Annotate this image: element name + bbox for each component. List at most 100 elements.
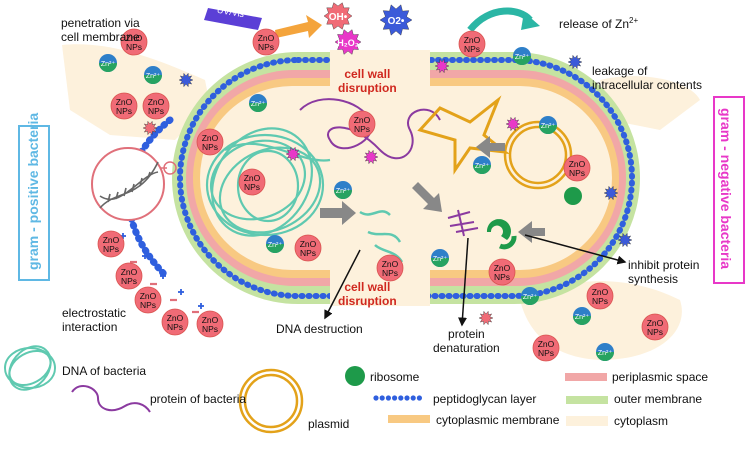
legend-outer-membrane-icon	[566, 396, 608, 404]
zno-label-line2: NPs	[148, 106, 164, 116]
h2o2-label: H₂O₂	[337, 38, 359, 48]
legend-graphics	[4, 345, 608, 434]
magnifier-dna	[91, 147, 177, 221]
process-arrows	[320, 136, 545, 243]
zn-ion: Zn²⁺	[99, 54, 117, 72]
zno-label-line1: ZnO	[202, 315, 219, 325]
legend-protein-icon	[71, 384, 151, 413]
zno-label-line2: NPs	[569, 168, 585, 178]
zno-label-line2: NPs	[202, 324, 218, 334]
zn-ion: Zn²⁺	[334, 181, 352, 199]
ros-burst-icon	[617, 232, 633, 248]
zno-label-line1: ZnO	[592, 287, 609, 297]
zn-ion: Zn²⁺	[539, 116, 557, 134]
zno-label-line1: ZnO	[300, 239, 317, 249]
zno-label-line1: ZnO	[121, 267, 138, 277]
zn-ion: Zn²⁺	[144, 66, 162, 84]
zno-label-line2: NPs	[464, 44, 480, 54]
legend-plasmid-label: plasmid	[308, 417, 350, 431]
zno-label-line1: ZnO	[538, 339, 555, 349]
zno-label-line2: NPs	[126, 42, 142, 52]
legend-ribosome-label: ribosome	[370, 370, 420, 384]
ribosome	[564, 187, 582, 205]
gram-negative-label: gram - negative bacteria	[718, 108, 734, 270]
zno-label-line2: NPs	[103, 244, 119, 254]
pointer-arrows	[324, 234, 627, 327]
leak-zone-bottom-right	[520, 281, 682, 360]
zn-ion: Zn²⁺	[431, 249, 449, 267]
legend-cyto-membrane-label: cytoplasmic membrane	[436, 413, 560, 427]
legend-periplasmic-label: periplasmic space	[612, 370, 709, 384]
ros-burst-icon	[567, 54, 583, 70]
zno-label-line1: ZnO	[382, 259, 399, 269]
zno-particles: ZnONPsZnONPsZnONPsZnONPsZnONPsZnONPsZnON…	[97, 28, 669, 362]
penetration-zone	[62, 44, 210, 140]
zn-ion: Zn²⁺	[521, 287, 539, 305]
zno-label-line1: ZnO	[148, 97, 165, 107]
broken-ribosome	[486, 219, 517, 250]
ros-burst-icon	[379, 4, 413, 36]
zno-label-line1: ZnO	[244, 173, 261, 183]
zno-label-line1: ZnO	[202, 133, 219, 143]
zno-label-line2: NPs	[121, 276, 137, 286]
zn-ion-label: Zn²⁺	[575, 314, 590, 321]
ros-burst-icon	[363, 149, 379, 165]
zn-ion-label: Zn²⁺	[433, 256, 448, 263]
gram-negative-box	[713, 96, 745, 284]
zno-label-line2: NPs	[140, 300, 156, 310]
zno-label-line1: ZnO	[494, 263, 511, 273]
zn-ion-label: Zn²⁺	[515, 54, 530, 61]
legend-peptidoglycan-label: peptidoglycan layer	[433, 392, 537, 406]
dna-tangle	[205, 127, 331, 237]
zn-ion-label: Zn²⁺	[251, 101, 266, 108]
zn-ion-label: Zn²⁺	[101, 61, 116, 68]
negative-marks	[130, 260, 199, 314]
release-arrow	[467, 7, 533, 33]
leak-zone-top-right	[600, 76, 700, 130]
zno-label-line2: NPs	[494, 272, 510, 282]
legend-peptidoglycan-icon	[373, 395, 422, 401]
zno-label-line2: NPs	[116, 106, 132, 116]
oh-radical-label: OH•	[329, 12, 348, 23]
zno-label-line2: NPs	[592, 296, 608, 306]
uv-arrow	[204, 8, 322, 38]
release-label: release of Zn2+	[559, 16, 639, 31]
zno-label-line1: ZnO	[103, 235, 120, 245]
zn-ion: Zn²⁺	[266, 235, 284, 253]
zno-label-line2: NPs	[538, 348, 554, 358]
zn-ion-label: Zn²⁺	[598, 350, 613, 357]
dna-helix-icon	[99, 161, 159, 209]
ros-burst-icon	[323, 2, 353, 30]
zno-label-line2: NPs	[258, 42, 274, 52]
zno-label-line2: NPs	[647, 327, 663, 337]
zno-label-line2: NPs	[300, 248, 316, 258]
zno-label-line1: ZnO	[116, 97, 133, 107]
legend-protein-label: protein of bacteria	[150, 392, 247, 406]
ros-burst-icon	[434, 58, 450, 74]
zn-ion-label: Zn²⁺	[541, 123, 556, 130]
zn-ion-label: Zn²⁺	[268, 242, 283, 249]
gram-positive-label: gram - positive bacteria	[25, 112, 41, 270]
plasmid-ring	[503, 120, 573, 190]
zno-label-line1: ZnO	[354, 115, 371, 125]
ros-burst-icon	[334, 29, 362, 55]
zn-ions: Zn²⁺ Zn²⁺ Zn²⁺ Zn²⁺ Zn²⁺ Zn²⁺ Zn²⁺ Zn²⁺ Zn²⁺ Zn²⁺…	[99, 47, 614, 361]
zn-ion-label: Zn²⁺	[146, 73, 161, 80]
ros-burst-icon	[505, 116, 521, 132]
zn-ion: Zn²⁺	[249, 94, 267, 112]
legend-dna-label: DNA of bacteria	[62, 364, 147, 378]
